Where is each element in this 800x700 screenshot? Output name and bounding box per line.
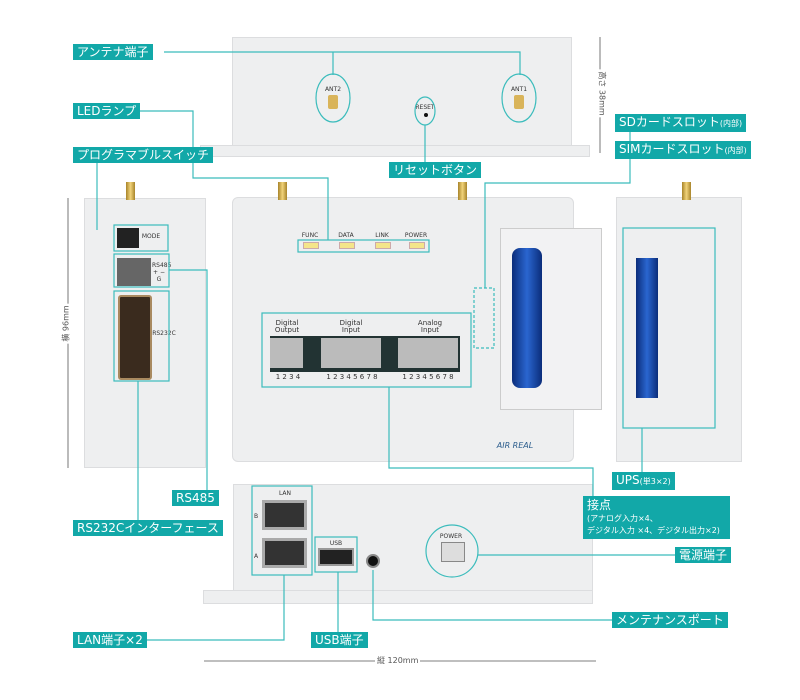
do-numbers: 1 2 3 4 bbox=[275, 373, 301, 381]
led-label-power: POWER bbox=[404, 232, 428, 239]
label-sd-note: (内部) bbox=[719, 119, 743, 128]
antenna bbox=[458, 182, 467, 200]
label-reset: リセットボタン bbox=[389, 162, 482, 178]
di-terminal bbox=[321, 338, 381, 368]
label-contacts-line2: デジタル入力 ×4、デジタル出力×2) bbox=[587, 526, 720, 535]
led-panel: FUNC DATA LINK POWER bbox=[298, 230, 428, 252]
device-top-flange bbox=[200, 145, 590, 157]
reset-print: RESET bbox=[415, 104, 435, 111]
rs232c-connector bbox=[118, 295, 152, 380]
ai-terminal bbox=[398, 338, 458, 368]
maintenance-port bbox=[366, 554, 380, 568]
antenna bbox=[278, 182, 287, 200]
antenna bbox=[682, 182, 691, 200]
label-usb: USB端子 bbox=[311, 632, 368, 648]
digital-input-label: Digital Input bbox=[339, 319, 363, 334]
label-lan: LAN端子×2 bbox=[73, 632, 147, 648]
ant2-connector bbox=[328, 95, 338, 109]
lan-a-print: A bbox=[253, 553, 259, 560]
dim-length: 縦 120mm bbox=[375, 655, 421, 666]
rs485-terminal bbox=[117, 258, 151, 286]
dim-width: 横 96mm bbox=[60, 303, 72, 344]
digital-output-label: Digital Output bbox=[274, 319, 300, 334]
label-contacts-title: 接点 bbox=[587, 498, 612, 512]
lan-port-a bbox=[262, 538, 307, 568]
device-bottom-flange bbox=[203, 590, 593, 604]
label-ups-note: (単3×2) bbox=[639, 477, 671, 486]
battery bbox=[512, 248, 542, 388]
led-label-link: LINK bbox=[375, 232, 389, 239]
ant1-print: ANT1 bbox=[510, 86, 528, 93]
power-terminal bbox=[441, 542, 465, 562]
ant1-connector bbox=[514, 95, 524, 109]
label-contacts-line1: (アナログ入力×4、 bbox=[587, 514, 658, 523]
usb-port bbox=[318, 548, 354, 566]
label-sd-text: SDカードスロット bbox=[619, 115, 720, 129]
label-sim-slot: SIMカードスロット(内部) bbox=[615, 141, 751, 159]
usb-print: USB bbox=[329, 540, 343, 547]
led-func bbox=[303, 242, 319, 249]
di-numbers: 1 2 3 4 5 6 7 8 bbox=[326, 373, 378, 381]
antenna bbox=[126, 182, 135, 200]
device-top-view bbox=[232, 37, 572, 149]
lan-print: LAN bbox=[278, 490, 292, 497]
dim-height: 高さ 38mm bbox=[596, 69, 608, 118]
label-led: LEDランプ bbox=[73, 103, 141, 119]
label-antenna: アンテナ端子 bbox=[73, 44, 153, 60]
led-data bbox=[339, 242, 355, 249]
lan-port-b bbox=[262, 500, 307, 530]
label-sd-slot: SDカードスロット(内部) bbox=[615, 114, 747, 132]
label-rs232c: RS232Cインターフェース bbox=[73, 520, 223, 536]
mode-switch bbox=[117, 228, 139, 248]
reset-button bbox=[424, 113, 428, 117]
label-rs485: RS485 bbox=[172, 490, 219, 506]
label-sim-note: (内部) bbox=[724, 146, 747, 155]
led-link bbox=[375, 242, 391, 249]
label-maintenance: メンテナンスポート bbox=[612, 612, 728, 628]
label-ups: UPS(単3×2) bbox=[612, 472, 675, 490]
logo: AIR REAL bbox=[496, 441, 534, 450]
label-power-terminal: 電源端子 bbox=[675, 547, 732, 563]
power-print: POWER bbox=[439, 533, 463, 540]
label-contacts: 接点 (アナログ入力×4、 デジタル入力 ×4、デジタル出力×2) bbox=[583, 496, 730, 539]
led-power bbox=[409, 242, 425, 249]
rs232c-print: RS232C bbox=[152, 330, 176, 337]
rs485-print: RS485 + − G bbox=[152, 262, 172, 283]
ai-numbers: 1 2 3 4 5 6 7 8 bbox=[402, 373, 454, 381]
mode-print: MODE bbox=[141, 233, 161, 240]
ant2-print: ANT2 bbox=[324, 86, 342, 93]
led-label-func: FUNC bbox=[301, 232, 319, 239]
lan-b-print: B bbox=[253, 513, 259, 520]
led-label-data: DATA bbox=[338, 232, 354, 239]
do-terminal bbox=[270, 338, 303, 368]
label-sim-text: SIMカードスロット bbox=[619, 142, 725, 156]
right-battery bbox=[636, 258, 658, 398]
analog-input-label: Analog Input bbox=[417, 319, 443, 334]
label-prog-switch: プログラマブルスイッチ bbox=[73, 147, 214, 163]
device-right-view bbox=[616, 197, 742, 462]
label-ups-text: UPS bbox=[616, 473, 640, 487]
